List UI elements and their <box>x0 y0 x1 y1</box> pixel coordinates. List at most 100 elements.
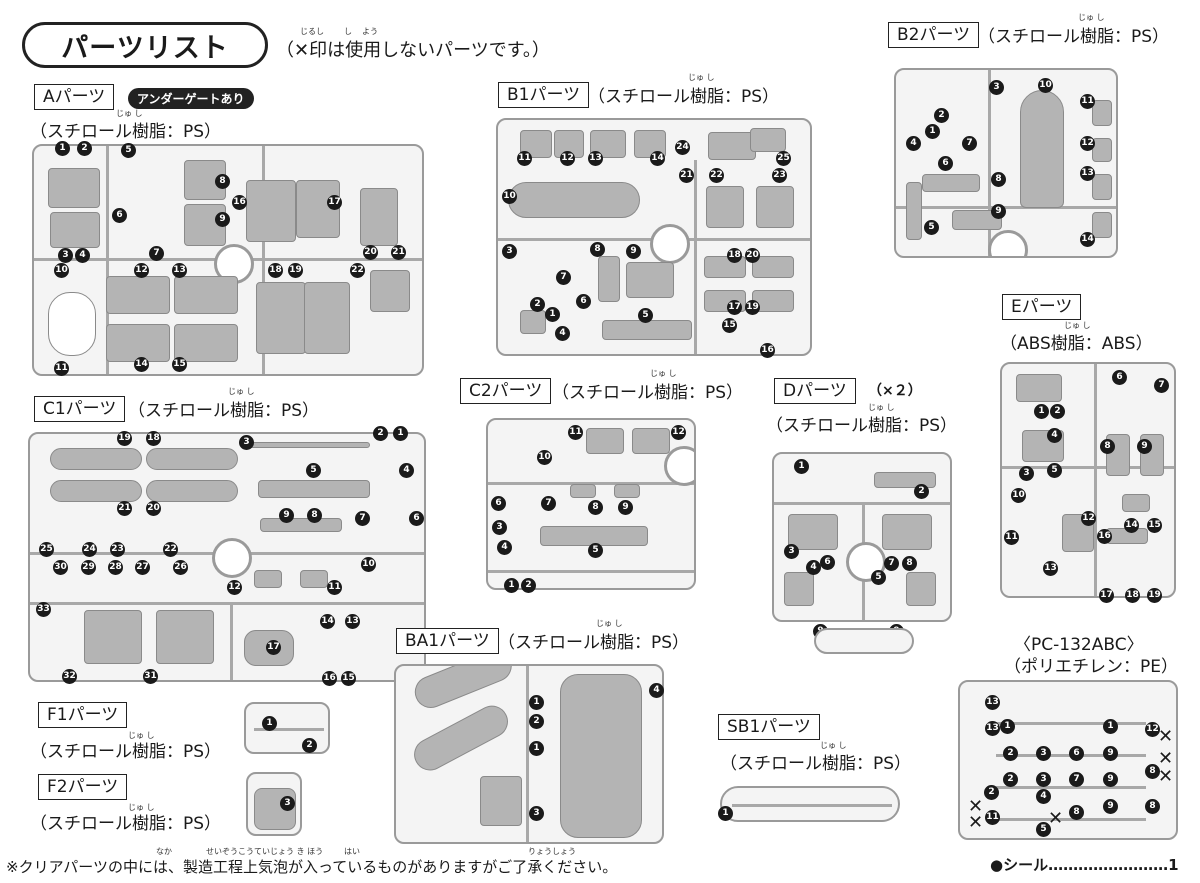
part-number-c1: 9 <box>279 508 294 523</box>
part-number-b1: 2 <box>530 297 545 312</box>
part-number-a: 2 <box>77 141 92 156</box>
part-number-c1: 24 <box>82 542 97 557</box>
part-number-pc: 1 <box>1000 719 1015 734</box>
part-number-pc: 6 <box>1069 746 1084 761</box>
part-number-e: 16 <box>1097 529 1112 544</box>
part-number-pc: 13 <box>985 721 1000 736</box>
ruby-jushi-e: じゅ し <box>1064 321 1091 330</box>
part-number-b1: 20 <box>745 248 760 263</box>
part-number-a: 3 <box>58 248 73 263</box>
part-number-b1: 9 <box>626 244 641 259</box>
part-number-c1: 23 <box>110 542 125 557</box>
part-number-c1: 25 <box>39 542 54 557</box>
part-number-c1: 14 <box>320 614 335 629</box>
part-number-c1: 8 <box>307 508 322 523</box>
runner-c1 <box>28 432 426 682</box>
part-number-e: 19 <box>1147 588 1162 603</box>
part-number-a: 20 <box>363 245 378 260</box>
part-number-a: 7 <box>149 246 164 261</box>
part-number-c2: 2 <box>521 578 536 593</box>
part-number-a: 1 <box>55 141 70 156</box>
ruby-jushi-c2: じゅ し <box>650 369 677 378</box>
part-number-b2: 6 <box>938 156 953 171</box>
label-a: Aパーツ <box>34 84 115 110</box>
part-number-c1: 33 <box>36 602 51 617</box>
label-b1: B1パーツ <box>498 82 590 108</box>
ruby-jushi-f1: じゅ し <box>128 731 155 740</box>
part-number-d: 1 <box>794 459 809 474</box>
seal-count: ●シール……………………1 <box>990 856 1179 874</box>
part-number-a: 19 <box>288 263 303 278</box>
part-number-c1: 4 <box>399 463 414 478</box>
part-number-b2: 9 <box>991 204 1006 219</box>
part-number-e: 1 <box>1034 404 1049 419</box>
part-number-ba1: 1 <box>529 695 544 710</box>
part-number-b1: 24 <box>675 140 690 155</box>
part-number-a: 9 <box>215 212 230 227</box>
ruby-you: よう <box>362 27 378 36</box>
part-number-pc: 3 <box>1036 772 1051 787</box>
part-number-a: 16 <box>232 195 247 210</box>
ruby-jushi-a: じゅ し <box>116 109 143 118</box>
part-number-d: 6 <box>820 555 835 570</box>
part-number-a: 6 <box>112 208 127 223</box>
part-number-a: 15 <box>172 357 187 372</box>
part-number-b1: 15 <box>722 318 737 333</box>
unused-mark: ✕ <box>1048 808 1064 829</box>
ruby-naka: なか <box>156 847 172 856</box>
part-number-d: 5 <box>871 570 886 585</box>
part-number-c1: 29 <box>81 560 96 575</box>
part-number-a: 4 <box>75 248 90 263</box>
part-number-b1: 4 <box>555 326 570 341</box>
part-number-c2: 4 <box>497 540 512 555</box>
part-number-c1: 16 <box>322 671 337 686</box>
part-number-e: 4 <box>1047 428 1062 443</box>
part-number-c1: 11 <box>327 580 342 595</box>
part-number-b2: 3 <box>989 80 1004 95</box>
ruby-jushi-c1: じゅ し <box>228 387 255 396</box>
part-number-e: 18 <box>1125 588 1140 603</box>
part-number-b2: 13 <box>1080 166 1095 181</box>
part-number-a: 13 <box>172 263 187 278</box>
part-number-pc: 9 <box>1103 772 1118 787</box>
part-number-f2: 3 <box>280 796 295 811</box>
part-number-ba1: 1 <box>529 741 544 756</box>
unused-mark: ✕ <box>968 796 984 817</box>
part-number-e: 10 <box>1011 488 1026 503</box>
material-b1: （スチロール樹脂：PS） <box>588 87 780 107</box>
part-number-a: 10 <box>54 263 69 278</box>
part-number-pc: 3 <box>1036 746 1051 761</box>
ruby-seizou: せいぞうこうていじょう き ほう <box>206 847 324 856</box>
part-number-pc: 8 <box>1145 764 1160 779</box>
part-number-b1: 22 <box>709 168 724 183</box>
part-number-b1: 16 <box>760 343 775 358</box>
part-number-pc: 11 <box>985 810 1000 825</box>
part-number-pc: 2 <box>1003 772 1018 787</box>
part-number-c1: 10 <box>361 557 376 572</box>
part-number-sb1: 1 <box>718 806 733 821</box>
part-number-b1: 17 <box>727 300 742 315</box>
part-number-e: 6 <box>1112 370 1127 385</box>
part-number-c1: 1 <box>393 426 408 441</box>
part-number-c2: 12 <box>671 425 686 440</box>
part-number-b2: 10 <box>1038 78 1053 93</box>
part-number-c1: 7 <box>355 511 370 526</box>
part-number-c2: 11 <box>568 425 583 440</box>
part-number-ba1: 4 <box>649 683 664 698</box>
material-c2: （スチロール樹脂：PS） <box>552 383 744 403</box>
part-number-c2: 5 <box>588 543 603 558</box>
part-number-c2: 1 <box>504 578 519 593</box>
part-number-pc: 8 <box>1069 805 1084 820</box>
part-number-b1: 8 <box>590 242 605 257</box>
part-number-e: 11 <box>1004 530 1019 545</box>
part-number-c2: 6 <box>491 496 506 511</box>
part-number-b1: 12 <box>560 151 575 166</box>
material-e: （ABS樹脂：ABS） <box>1000 334 1153 354</box>
part-number-b1: 6 <box>576 294 591 309</box>
part-number-b1: 21 <box>679 168 694 183</box>
ruby-jushi-d: じゅ し <box>868 403 895 412</box>
part-number-c1: 27 <box>135 560 150 575</box>
part-number-c2: 3 <box>492 520 507 535</box>
label-c2: C2パーツ <box>460 378 552 404</box>
part-number-d: 3 <box>784 544 799 559</box>
